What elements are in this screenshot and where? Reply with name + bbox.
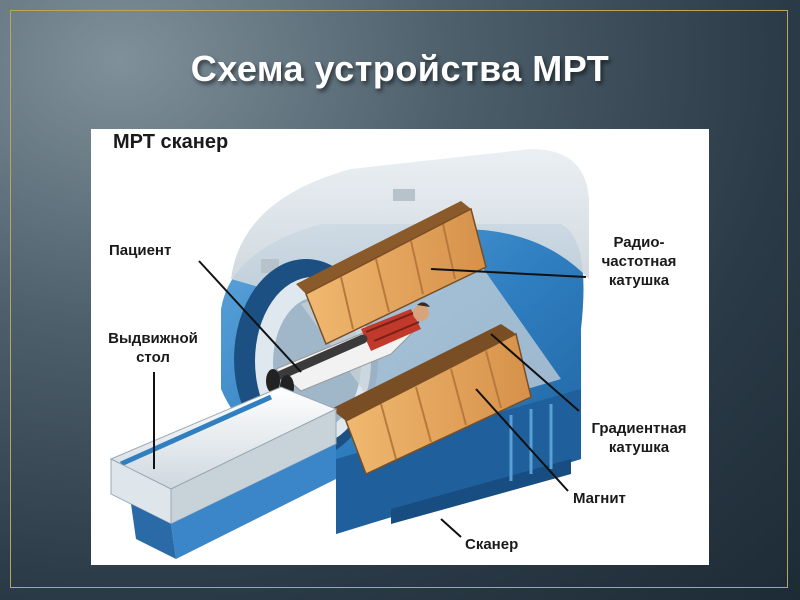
label-gradient-coil-line1: Градиентная: [591, 420, 687, 437]
label-gradient-coil-line2: катушка: [608, 439, 670, 456]
label-table: Выдвижной стол: [93, 329, 213, 367]
mri-illustration: [109, 149, 590, 559]
label-magnet: Магнит: [573, 490, 626, 507]
diagram-heading: МРТ сканер: [113, 131, 229, 153]
leader-rf-coil: [430, 268, 587, 278]
rf-coil: [296, 201, 487, 346]
slide-title: Схема устройства МРТ: [190, 48, 610, 89]
patient-figure: [266, 302, 430, 399]
slide-frame: [10, 10, 788, 588]
mri-diagram-panel: МРТ сканер Пациент Выдвижной стол Радио-…: [91, 129, 709, 565]
label-rf-coil: Радио- частотная катушка: [583, 233, 695, 290]
leader-scanner: [440, 518, 462, 538]
label-rf-coil-line3: катушка: [608, 272, 670, 289]
sliding-table: [109, 386, 338, 559]
leader-magnet: [475, 388, 569, 492]
label-table-line2: стол: [136, 349, 170, 366]
label-scanner: Сканер: [465, 536, 519, 553]
label-patient: Пациент: [109, 242, 172, 259]
label-table-line1: Выдвижной: [108, 330, 198, 347]
leader-patient: [198, 260, 302, 373]
gradient-coil: [331, 324, 532, 476]
label-rf-coil-line1: Радио-: [613, 234, 665, 251]
leader-gradient-coil: [490, 333, 580, 412]
label-gradient-coil: Градиентная катушка: [575, 419, 703, 457]
leader-lines: [153, 260, 587, 538]
label-rf-coil-line2: частотная: [601, 253, 677, 270]
